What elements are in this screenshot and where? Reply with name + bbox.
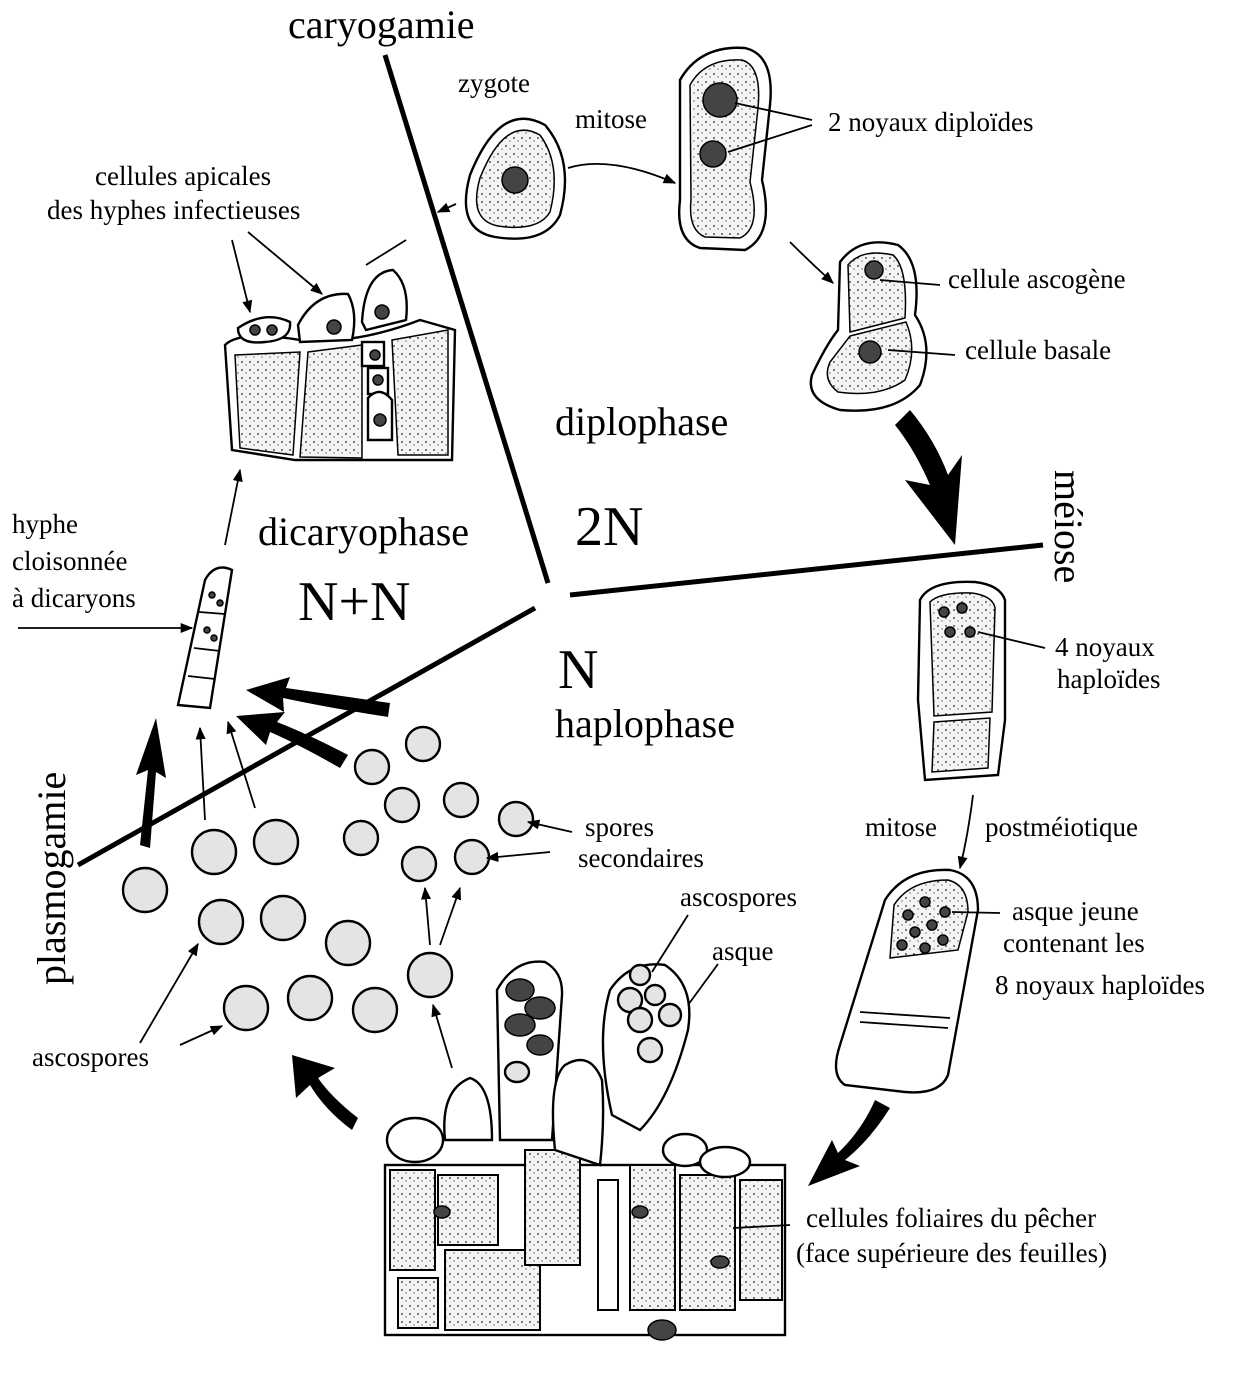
cellule-ascogene-label: cellule ascogène — [948, 264, 1126, 294]
arrow-to-meiose — [895, 410, 962, 545]
spores-group — [123, 727, 533, 1032]
cellules-apicales-label-1: cellules apicales — [95, 161, 271, 191]
two-n-label: 2N — [575, 496, 643, 558]
hyphe-label-1: hyphe — [12, 509, 78, 539]
septate-hypha — [178, 568, 232, 708]
spores-secondaires-label-1: spores — [585, 812, 654, 842]
ascospores-top-label: ascospores — [680, 882, 797, 912]
arrow-spore-to-hypha-3 — [246, 677, 390, 717]
hyphe-label-3: à dicaryons — [12, 583, 136, 613]
arrow-leaf-to-spores — [292, 1055, 358, 1130]
n-label: N — [558, 639, 598, 701]
mature-ascus-2 — [603, 964, 689, 1130]
young-ascus-cell — [836, 870, 978, 1093]
ascogenous-cell-pair — [811, 242, 927, 410]
plasmogamie-label: plasmogamie — [29, 772, 74, 985]
cellule-basale-label: cellule basale — [965, 335, 1111, 365]
asque-jeune-label-1: asque jeune — [1012, 896, 1139, 926]
apical-cell-leaf — [444, 1078, 492, 1140]
diplophase-label: diplophase — [555, 399, 728, 444]
cellules-apicales-label-2: des hyphes infectieuses — [47, 195, 300, 225]
mitosis-cell — [679, 48, 771, 250]
noyaux-haploides-label-2: haploïdes — [1057, 664, 1160, 694]
cellules-foliaires-label-1: cellules foliaires du pêcher — [806, 1203, 1096, 1233]
n-plus-n-label: N+N — [298, 571, 410, 633]
asque-jeune-label-2: contenant les — [1003, 928, 1145, 958]
mitose-label: mitose — [575, 104, 647, 134]
meiosis-cell — [918, 582, 1005, 780]
noyaux-diploides-label: 2 noyaux diploïdes — [828, 107, 1033, 137]
asque-label: asque — [712, 936, 773, 966]
mitose-post-label-1: mitose — [865, 812, 937, 842]
meiose-label: méiose — [1046, 470, 1091, 583]
caryogamie-label: caryogamie — [288, 2, 475, 47]
noyaux-haploides-label-1: 4 noyaux — [1055, 632, 1155, 662]
hyphe-label-2: cloisonnée — [12, 546, 127, 576]
zygote-cell — [466, 119, 565, 239]
dicaryophase-label: dicaryophase — [258, 509, 469, 554]
young-ascus-leaf — [553, 1060, 603, 1165]
ascospores-left-label: ascospores — [32, 1042, 149, 1072]
mitose-post-label-2: postméiotique — [985, 812, 1138, 842]
infectious-hyphae-tissue — [225, 270, 455, 460]
zygote-label: zygote — [458, 68, 530, 98]
spores-secondaires-label-2: secondaires — [578, 843, 704, 873]
haplophase-label: haplophase — [555, 701, 735, 746]
asque-jeune-label-3: 8 noyaux haploïdes — [995, 970, 1205, 1000]
cellules-foliaires-label-2: (face supérieure des feuilles) — [796, 1238, 1107, 1268]
arrow-to-leaf — [808, 1100, 890, 1186]
